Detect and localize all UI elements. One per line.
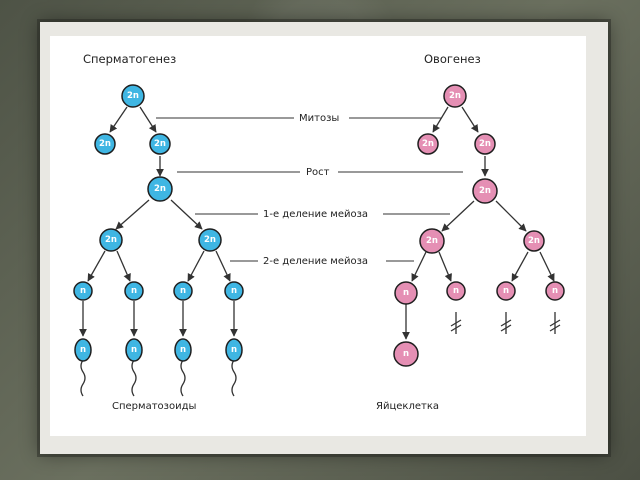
cell-spermatid: n	[173, 281, 193, 301]
spermatogenesis-arrows	[79, 106, 238, 337]
svg-text:2n: 2n	[154, 139, 166, 149]
cell-secondary-oocyte: 2n	[419, 228, 445, 254]
arrow	[187, 250, 205, 282]
sperm-tails	[80, 359, 237, 397]
cell-egg: n	[393, 341, 419, 367]
arrow	[539, 251, 555, 282]
cell-oogonium: 2n	[417, 133, 439, 155]
svg-text:n: n	[180, 345, 186, 355]
cell-secondary-spermatocyte: 2n	[99, 228, 123, 252]
arrow	[115, 199, 150, 230]
svg-text:n: n	[503, 286, 509, 296]
arrow	[170, 199, 203, 230]
svg-text:2n: 2n	[204, 235, 216, 245]
arrow	[109, 106, 128, 133]
oogenesis-cells: 2n 2n 2n 2n 2n 2n n n n n n	[393, 84, 565, 367]
svg-text:2n: 2n	[99, 139, 111, 149]
svg-text:n: n	[180, 286, 186, 296]
stage-label-meiosis-2: 2-е деление мейоза	[263, 256, 368, 267]
cell-oogonium: 2n	[474, 133, 496, 155]
cross-arrow-icon	[500, 312, 512, 334]
svg-text:n: n	[80, 286, 86, 296]
cell-ootid: n	[394, 281, 418, 305]
cell-polar-body: n	[496, 281, 516, 301]
cell-secondary-spermatocyte: 2n	[198, 228, 222, 252]
svg-text:n: n	[552, 286, 558, 296]
stage-label-mitosis: Митозы	[299, 113, 339, 124]
cell-oogonium: 2n	[443, 84, 467, 108]
svg-text:2n: 2n	[528, 236, 540, 246]
svg-text:n: n	[403, 288, 409, 298]
svg-text:n: n	[131, 286, 137, 296]
flagellum-icon	[80, 359, 86, 397]
svg-text:n: n	[80, 345, 86, 355]
cell-spermatid: n	[73, 281, 93, 301]
cell-polar-body: n	[446, 281, 466, 301]
cell-spermatid: n	[124, 281, 144, 301]
arrow	[438, 251, 452, 282]
flagellum-icon	[231, 359, 237, 397]
cell-polar-body: 2n	[523, 230, 545, 252]
arrow	[495, 200, 527, 232]
arrow	[411, 251, 427, 282]
svg-text:2n: 2n	[154, 184, 166, 194]
flagellum-icon	[180, 359, 186, 397]
svg-text:2n: 2n	[422, 139, 434, 149]
svg-text:2n: 2n	[127, 91, 139, 101]
cell-primary-oocyte: 2n	[472, 178, 498, 204]
caption-egg-cell: Яйцеклетка	[376, 401, 439, 412]
flagellum-icon	[131, 359, 137, 397]
slide: Сперматогенез Овогенез Митозы Рост 1-е д…	[50, 36, 586, 436]
title-oogenesis: Овогенез	[424, 52, 481, 66]
arrow	[215, 250, 231, 282]
cell-polar-body: n	[545, 281, 565, 301]
stage-label-growth: Рост	[306, 167, 330, 178]
stage-meiosis-2: 2-е деление мейоза	[230, 256, 414, 267]
gametogenesis-diagram: Сперматогенез Овогенез Митозы Рост 1-е д…	[73, 52, 565, 412]
stage-label-meiosis-1: 1-е деление мейоза	[263, 209, 368, 220]
stage-mitosis: Митозы	[156, 113, 442, 124]
svg-text:n: n	[453, 286, 459, 296]
arrow	[441, 200, 475, 232]
svg-text:2n: 2n	[105, 235, 117, 245]
cell-sperm-head: n	[125, 338, 143, 362]
polar-body-degeneration	[450, 312, 561, 334]
cross-arrow-icon	[450, 312, 462, 334]
spermatogenesis-cells: 2n 2n 2n 2n 2n 2n n n n n n n n n	[73, 84, 244, 362]
oogenesis-arrows	[402, 106, 555, 340]
caption-spermatozoa: Сперматозоиды	[112, 401, 196, 412]
svg-text:2n: 2n	[449, 91, 461, 101]
cross-arrow-icon	[549, 312, 561, 334]
cell-sperm-head: n	[225, 338, 243, 362]
arrow	[116, 250, 131, 282]
arrow	[511, 251, 529, 282]
cell-spermatogonium: 2n	[121, 84, 145, 108]
cell-spermatid: n	[224, 281, 244, 301]
title-spermatogenesis: Сперматогенез	[83, 52, 176, 66]
svg-text:n: n	[403, 349, 409, 359]
arrow	[87, 250, 106, 282]
cell-spermatogonium: 2n	[94, 133, 116, 155]
svg-text:n: n	[231, 345, 237, 355]
cell-spermatogonium: 2n	[149, 133, 171, 155]
cell-sperm-head: n	[174, 338, 192, 362]
arrow	[461, 106, 479, 133]
svg-text:2n: 2n	[479, 139, 491, 149]
svg-text:2n: 2n	[479, 186, 491, 196]
arrow	[432, 106, 449, 133]
svg-text:2n: 2n	[426, 236, 438, 246]
cell-sperm-head: n	[74, 338, 92, 362]
stage-meiosis-1: 1-е деление мейоза	[195, 209, 450, 220]
arrow	[139, 106, 157, 133]
svg-text:n: n	[131, 345, 137, 355]
cell-primary-spermatocyte: 2n	[147, 176, 173, 202]
svg-text:n: n	[231, 286, 237, 296]
stage-growth: Рост	[177, 167, 463, 178]
